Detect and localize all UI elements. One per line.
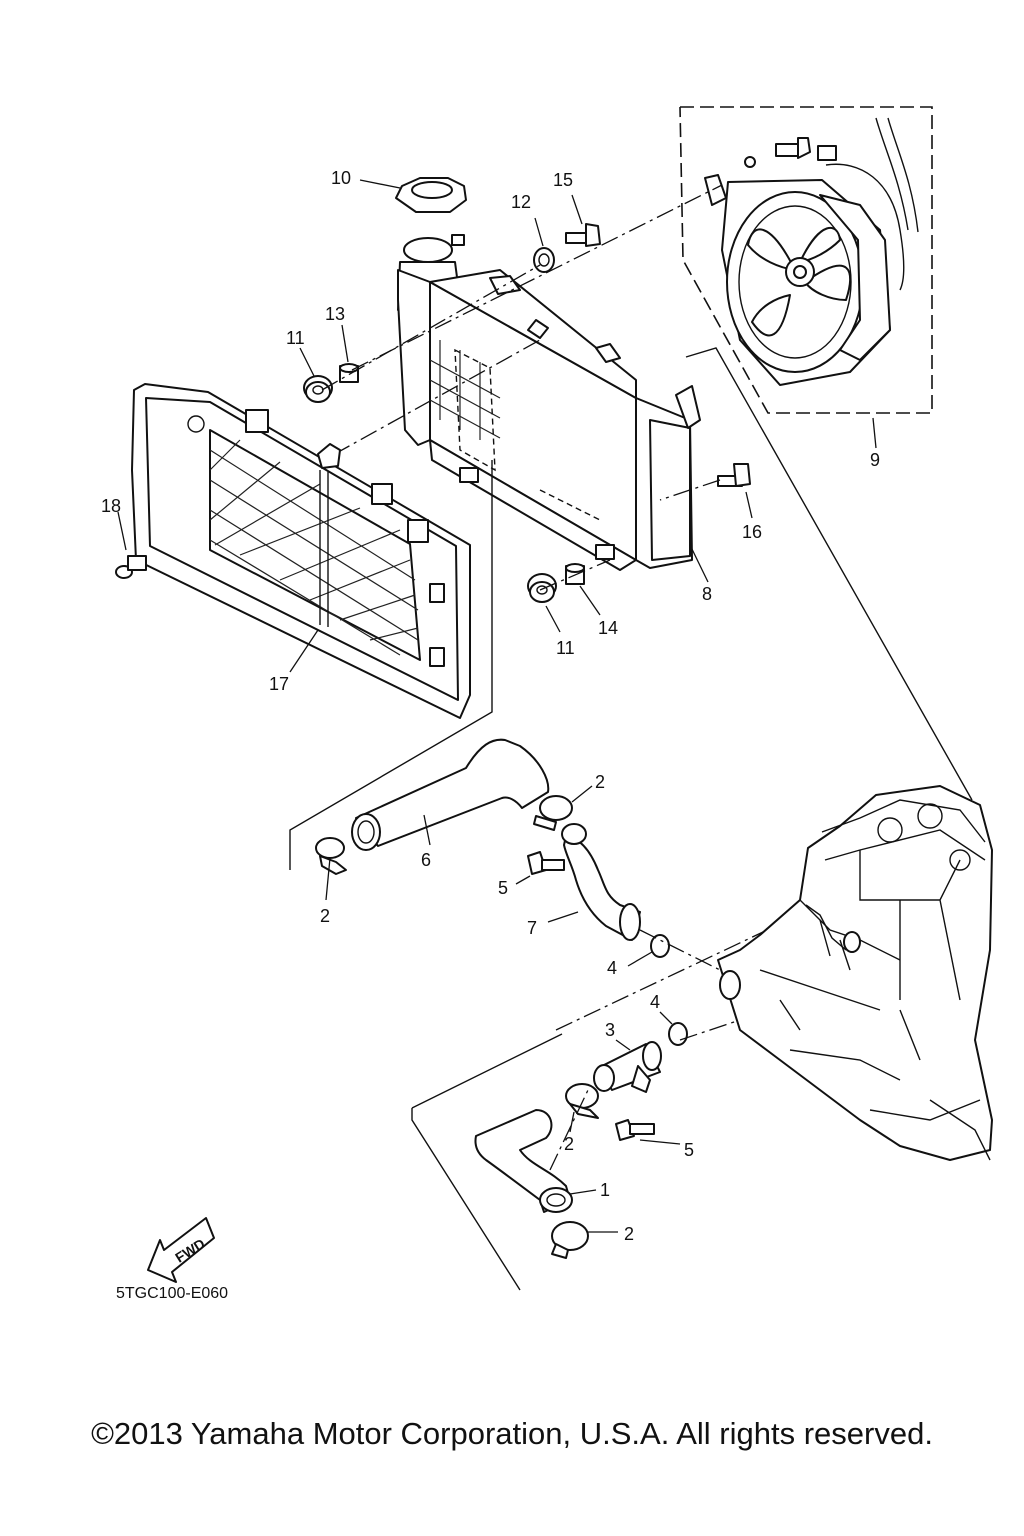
callout-7: 7 — [527, 918, 537, 938]
hose-1 — [474, 1109, 597, 1213]
callout-8: 8 — [702, 584, 712, 604]
callout-17: 17 — [269, 674, 289, 694]
callout-13: 13 — [325, 304, 345, 324]
fan-assembly-box — [679, 106, 933, 414]
callout-3: 3 — [605, 1020, 615, 1040]
engine-block — [717, 785, 993, 1161]
callout-4-upper: 4 — [607, 958, 617, 978]
bolt-15 — [565, 194, 601, 247]
pipe-3 — [593, 1039, 662, 1093]
callout-9: 9 — [870, 450, 880, 470]
callout-4-lower: 4 — [650, 992, 660, 1012]
fwd-arrow-icon: FWD — [147, 1217, 215, 1283]
callout-12: 12 — [511, 192, 531, 212]
callout-2-bottom: 2 — [624, 1224, 634, 1244]
drawing-code: 5TGC100-E060 — [116, 1285, 228, 1302]
callout-10: 10 — [331, 168, 351, 188]
callout-16: 16 — [742, 522, 762, 542]
grommet-11-upper — [299, 347, 333, 403]
bolt-5a — [515, 851, 565, 885]
bolt-16 — [717, 463, 753, 519]
pin-18 — [115, 511, 147, 579]
o-ring-4b — [659, 1011, 688, 1046]
callout-5-lower: 5 — [684, 1140, 694, 1160]
pipe-7 — [547, 823, 641, 941]
callout-6: 6 — [421, 850, 431, 870]
callout-18: 18 — [101, 496, 121, 516]
hose-clamp-2c — [565, 1083, 599, 1133]
grommet-12 — [533, 217, 555, 273]
callout-11-lower: 11 — [556, 638, 575, 658]
callout-14: 14 — [598, 618, 618, 638]
radiator-cap — [359, 177, 467, 213]
callout-11-upper: 11 — [286, 328, 305, 348]
callout-1: 1 — [600, 1180, 610, 1200]
radiator — [397, 234, 701, 571]
callout-15: 15 — [553, 170, 573, 190]
hose-clamp-2a — [315, 837, 347, 901]
callout-2-hose6-left: 2 — [320, 906, 330, 926]
hose-clamp-2d — [551, 1221, 618, 1259]
copyright-notice: ©2013 Yamaha Motor Corporation, U.S.A. A… — [91, 1416, 933, 1451]
hose-clamp-2b — [533, 785, 593, 831]
radiator-fan — [704, 117, 919, 386]
bolt-5b — [615, 1119, 681, 1145]
collar-13 — [339, 324, 359, 383]
radiator-guard — [131, 383, 471, 719]
hose-6 — [351, 738, 550, 851]
o-ring-4a — [627, 934, 670, 967]
grommet-11-lower — [527, 573, 561, 633]
callout-2-hose6-right: 2 — [595, 772, 605, 792]
callout-2-middle: 2 — [564, 1134, 574, 1154]
callout-5-upper: 5 — [498, 878, 508, 898]
